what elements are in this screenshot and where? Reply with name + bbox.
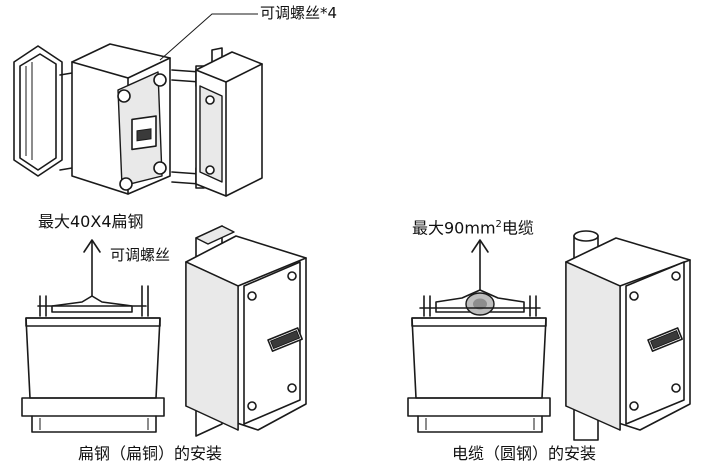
mounting-plate [13,45,63,177]
label-max-cable-prefix: 最大90mm [412,218,496,238]
counter-window-left [267,327,303,352]
label-max-cable-suffix: 电缆 [501,218,534,238]
caption-flat-steel-install: 扁钢（扁铜）的安装 [78,444,223,463]
counter-window-right [647,327,683,352]
cable-side-view [407,239,551,433]
caption-cable-install: 电缆（圆钢）的安装 [452,444,597,463]
flat-steel-box-view [185,225,307,437]
counter-box-cover [195,51,263,197]
label-adjustable-screw: 可调螺丝 [110,246,171,264]
flat-steel-side-view [21,239,165,433]
label-max-cable-sup: 2 [495,219,502,230]
exploded-view [13,13,263,197]
label-max-cable: 最大90mm2电缆 [412,220,534,236]
counter-box-body [71,43,171,195]
cable-box-view [565,230,691,441]
label-adjustable-screws-x4: 可调螺丝*4 [260,4,338,22]
label-max-flat-steel: 最大40X4扁钢 [38,212,144,231]
